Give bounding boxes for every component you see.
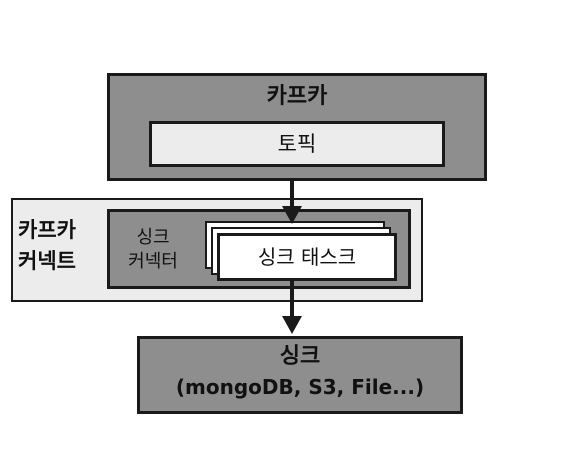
kafka-connect-label: 카프카 커넥트 bbox=[18, 215, 102, 277]
sink-connector-label: 싱크 커넥터 bbox=[113, 226, 193, 274]
topic-box: 토픽 bbox=[149, 121, 445, 167]
sink-subtitle: (mongoDB, S3, File...) bbox=[175, 375, 425, 399]
sink-task-card: 싱크 태스크 bbox=[217, 233, 397, 281]
kafka-title: 카프카 bbox=[266, 84, 328, 109]
arrow-kafka-to-sink-task bbox=[282, 181, 302, 224]
arrow-sink-task-to-sink bbox=[282, 281, 302, 334]
kafka-connect-label-line1: 카프카 bbox=[18, 218, 76, 242]
sink-connector-label-line1: 싱크 bbox=[136, 227, 170, 248]
sink-title: 싱크 bbox=[279, 344, 321, 369]
sink-connector-label-line2: 커넥터 bbox=[128, 251, 178, 272]
sink-box bbox=[137, 336, 463, 414]
kafka-connect-label-line2: 커넥트 bbox=[18, 249, 76, 273]
